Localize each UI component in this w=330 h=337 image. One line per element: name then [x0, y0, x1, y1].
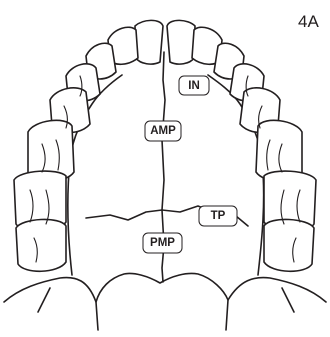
left-skull-base-outline [38, 288, 50, 312]
right-teeth [167, 20, 316, 271]
panel-label: 4A [298, 12, 319, 31]
label-in: IN [179, 76, 209, 95]
label-tp: TP [199, 206, 237, 226]
tooth-right-central-incisor [167, 20, 195, 64]
tooth-right-third-molar [264, 219, 314, 271]
left-teeth [14, 20, 163, 271]
right-skull-base-outline [282, 288, 294, 312]
svg-text:AMP: AMP [150, 125, 176, 137]
label-amp: AMP [145, 121, 181, 141]
svg-text:PMP: PMP [150, 237, 175, 249]
label-pmp: PMP [143, 233, 182, 253]
tooth-left-central-incisor [135, 20, 163, 64]
svg-text:TP: TP [211, 210, 226, 222]
right-pterygoid-outline [226, 278, 326, 330]
left-pterygoid-outline [4, 278, 98, 330]
tooth-left-third-molar [16, 219, 66, 271]
svg-text:IN: IN [188, 80, 200, 92]
